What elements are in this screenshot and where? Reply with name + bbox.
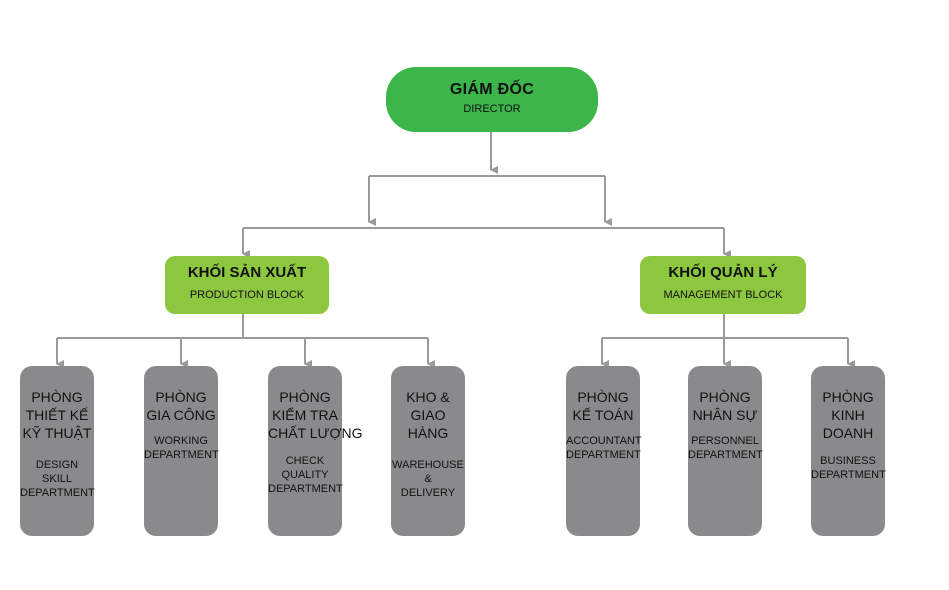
director-node: GIÁM ĐỐC DIRECTOR — [386, 67, 598, 132]
management-block-title: KHỐI QUẢN LÝ — [668, 264, 778, 281]
dept-vn-label: PHÒNG THIẾT KẾ KỸ THUẬT — [22, 389, 92, 441]
dept-vn-label: PHÒNG NHÂN SỰ — [692, 389, 758, 423]
dept-vn-label: PHÒNG KẾ TOÁN — [572, 389, 634, 423]
dept-en-label: ACCOUNTANT DEPARTMENT — [566, 435, 642, 461]
dept-vn-label: KHO & GIAO HÀNG — [406, 389, 450, 441]
dept-personnel: PHÒNG NHÂN SỰ PERSONNEL DEPARTMENT — [688, 366, 763, 536]
dept-check-quality: PHÒNG KIỂM TRA CHẤT LƯỢNG CHECK QUALITY … — [268, 366, 363, 536]
production-block-node: KHỐI SẢN XUẤT PRODUCTION BLOCK — [165, 256, 329, 314]
dept-en-label: BUSINESS DEPARTMENT — [811, 455, 886, 481]
dept-vn-label: PHÒNG GIA CÔNG — [146, 389, 216, 423]
dept-warehouse-delivery: KHO & GIAO HÀNG WAREHOUSE & DELIVERY — [391, 366, 465, 536]
dept-en-label: WORKING DEPARTMENT — [144, 435, 219, 461]
director-title: GIÁM ĐỐC — [449, 81, 535, 98]
production-block-subtitle: PRODUCTION BLOCK — [189, 289, 305, 301]
dept-en-label: DESIGN SKILL DEPARTMENT — [20, 459, 95, 499]
dept-vn-label: PHÒNG KINH DOANH — [822, 389, 874, 441]
dept-vn-label: PHÒNG KIỂM TRA CHẤT LƯỢNG — [268, 389, 363, 441]
director-subtitle: DIRECTOR — [463, 103, 521, 115]
dept-accountant: PHÒNG KẾ TOÁN ACCOUNTANT DEPARTMENT — [566, 366, 642, 536]
dept-en-label: PERSONNEL DEPARTMENT — [688, 435, 763, 461]
production-block-title: KHỐI SẢN XUẤT — [187, 264, 307, 281]
management-block-subtitle: MANAGEMENT BLOCK — [663, 289, 783, 301]
dept-design-skill: PHÒNG THIẾT KẾ KỸ THUẬT DESIGN SKILL DEP… — [20, 366, 95, 536]
dept-en-label: CHECK QUALITY DEPARTMENT — [268, 455, 343, 495]
dept-en-label: WAREHOUSE & DELIVERY — [392, 459, 464, 499]
dept-business: PHÒNG KINH DOANH BUSINESS DEPARTMENT — [811, 366, 886, 536]
management-block-node: KHỐI QUẢN LÝ MANAGEMENT BLOCK — [640, 256, 806, 314]
dept-working: PHÒNG GIA CÔNG WORKING DEPARTMENT — [144, 366, 219, 536]
